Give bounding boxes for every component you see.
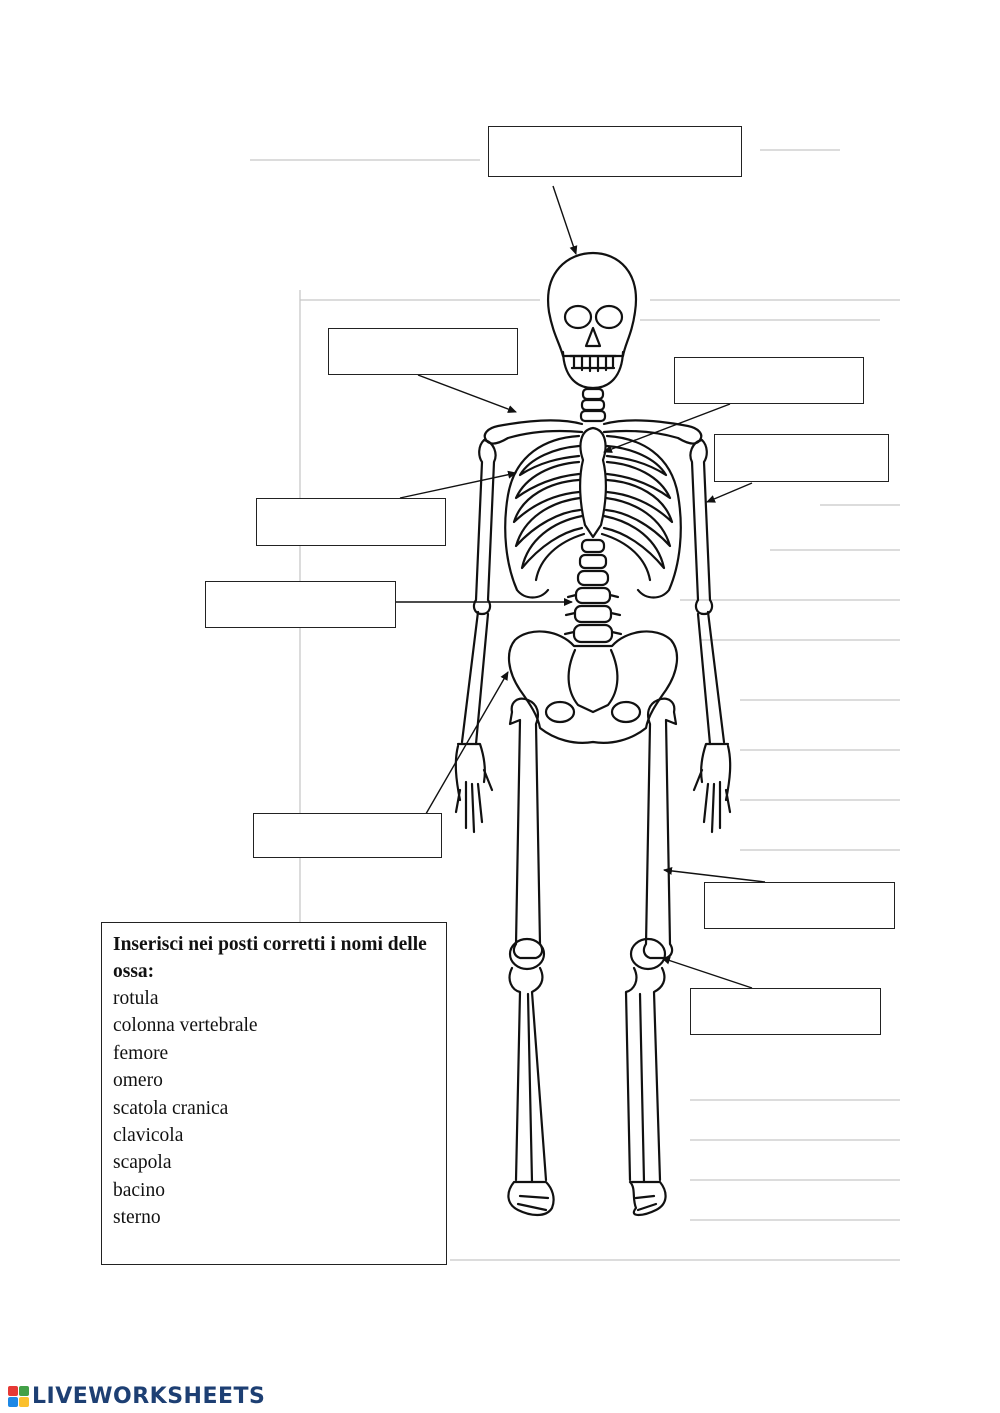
- pointer-ribs: [399, 470, 517, 499]
- word-bank-item: scatola cranica: [113, 1097, 229, 1119]
- word-bank-item: femore: [113, 1042, 169, 1064]
- logo-square: [8, 1396, 18, 1407]
- right-foot: [628, 1180, 667, 1217]
- pointer-lines: [396, 185, 766, 989]
- word-bank-item: omero: [113, 1070, 163, 1092]
- left-femur: [508, 697, 544, 960]
- skull: [547, 251, 638, 358]
- faint-background-text: [250, 149, 900, 1261]
- answer-box-sternum[interactable]: [674, 357, 864, 404]
- left-hand: [454, 742, 494, 834]
- sternum: [579, 426, 607, 539]
- pointer-sternum: [603, 403, 731, 453]
- right-eye-socket: [594, 304, 624, 330]
- left-patella: [508, 937, 546, 971]
- teeth: [568, 354, 618, 373]
- word-bank-title: Inserisci nei posti corretti i nomi dell…: [113, 934, 427, 982]
- right-patella: [629, 937, 667, 971]
- left-eye-socket: [563, 304, 593, 330]
- logo-text: LIVEWORKSHEETS: [32, 1383, 266, 1409]
- left-foot: [507, 1180, 555, 1217]
- answer-box-pelvis[interactable]: [253, 813, 442, 858]
- answer-box-skull[interactable]: [488, 126, 742, 177]
- pointer-skull: [552, 185, 578, 255]
- answer-box-clavicle[interactable]: [328, 328, 518, 375]
- pelvis: [507, 630, 679, 744]
- word-bank-item: scapola: [113, 1152, 172, 1174]
- word-bank-item: clavicola: [113, 1125, 184, 1147]
- answer-box-ribs[interactable]: [256, 498, 446, 546]
- right-clavicle: [602, 419, 703, 445]
- ribcage-left: [504, 434, 581, 599]
- left-clavicle: [483, 419, 584, 445]
- pointer-femur: [663, 866, 766, 883]
- pointer-clavicle: [417, 374, 517, 413]
- pointer-pelvis: [411, 671, 509, 839]
- logo-square: [19, 1385, 29, 1396]
- logo-square: [19, 1396, 29, 1407]
- right-humerus: [689, 438, 714, 616]
- skeleton-drawing: [454, 251, 732, 1217]
- ribcage-right: [605, 434, 682, 599]
- word-bank-item: colonna vertebrale: [113, 1015, 258, 1037]
- word-bank-item: rotula: [113, 988, 159, 1009]
- right-hand: [692, 742, 732, 834]
- logo-square: [8, 1385, 18, 1396]
- answer-box-spine[interactable]: [205, 581, 396, 628]
- answer-box-humerus[interactable]: [714, 434, 889, 482]
- word-bank-item: bacino: [113, 1179, 165, 1201]
- left-humerus: [472, 438, 497, 616]
- pointer-patella: [661, 956, 753, 989]
- spine: [563, 538, 623, 644]
- nose-cavity: [584, 326, 602, 348]
- liveworksheets-logo: LIVEWORKSHEETS: [8, 1381, 265, 1411]
- pointer-humerus: [706, 482, 753, 503]
- answer-box-femur[interactable]: [704, 882, 895, 929]
- answer-box-patella[interactable]: [690, 988, 881, 1035]
- word-bank-item: sterno: [113, 1207, 161, 1229]
- logo-mark-icon: [8, 1385, 29, 1407]
- word-bank: Inserisci nei posti corretti i nomi dell…: [101, 922, 447, 1265]
- right-femur: [642, 697, 678, 960]
